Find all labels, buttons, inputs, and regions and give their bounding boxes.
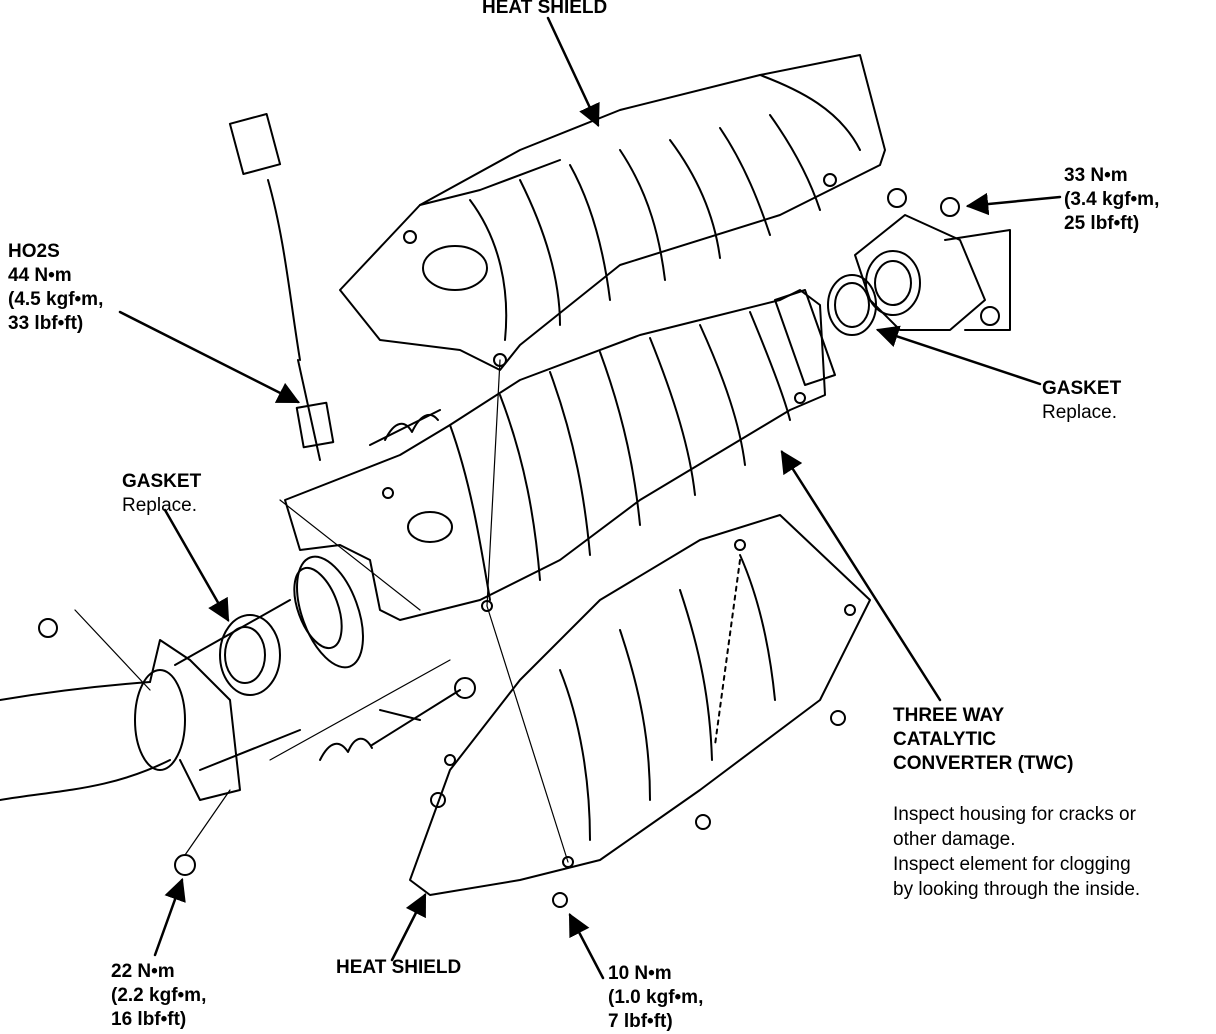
bolt-icon [38,618,58,638]
upper-heat-shield-label: HEAT SHIELD [482,0,608,18]
inspection-note: Inspect housing for cracks or other dama… [893,804,1141,900]
lower-heat-shield-label: HEAT SHIELD [336,957,462,978]
left-gasket [219,614,281,696]
front-gasket-label: GASKET Replace. [122,471,202,516]
ho2s-label: HO2S 44 N•m (4.5 kgf•m, 33 lbf•ft) [8,241,104,334]
ho2s-sensor [228,112,335,461]
torque-33-label: 33 N•m (3.4 kgf•m, 25 lbf•ft) [1064,165,1160,234]
front-pipe-assembly [0,599,301,876]
rear-flange-assembly [854,188,1011,331]
alignment-lines [74,359,569,863]
lower-heat-shield [409,514,871,908]
torque-22-label: 22 N•m (2.2 kgf•m, 16 lbf•ft) [111,961,207,1030]
right-gasket [827,274,877,336]
catalytic-converter [284,289,836,669]
rear-gasket-label: GASKET Replace. [1042,378,1122,423]
leader-lines [118,16,1062,980]
spring-bolts [319,409,476,761]
flange-nut-icon [887,188,907,208]
upper-heat-shield [339,54,886,371]
twc-label: THREE WAY CATALYTIC CONVERTER (TWC) [893,705,1074,774]
torque-10-label: 10 N•m (1.0 kgf•m, 7 lbf•ft) [608,963,704,1032]
